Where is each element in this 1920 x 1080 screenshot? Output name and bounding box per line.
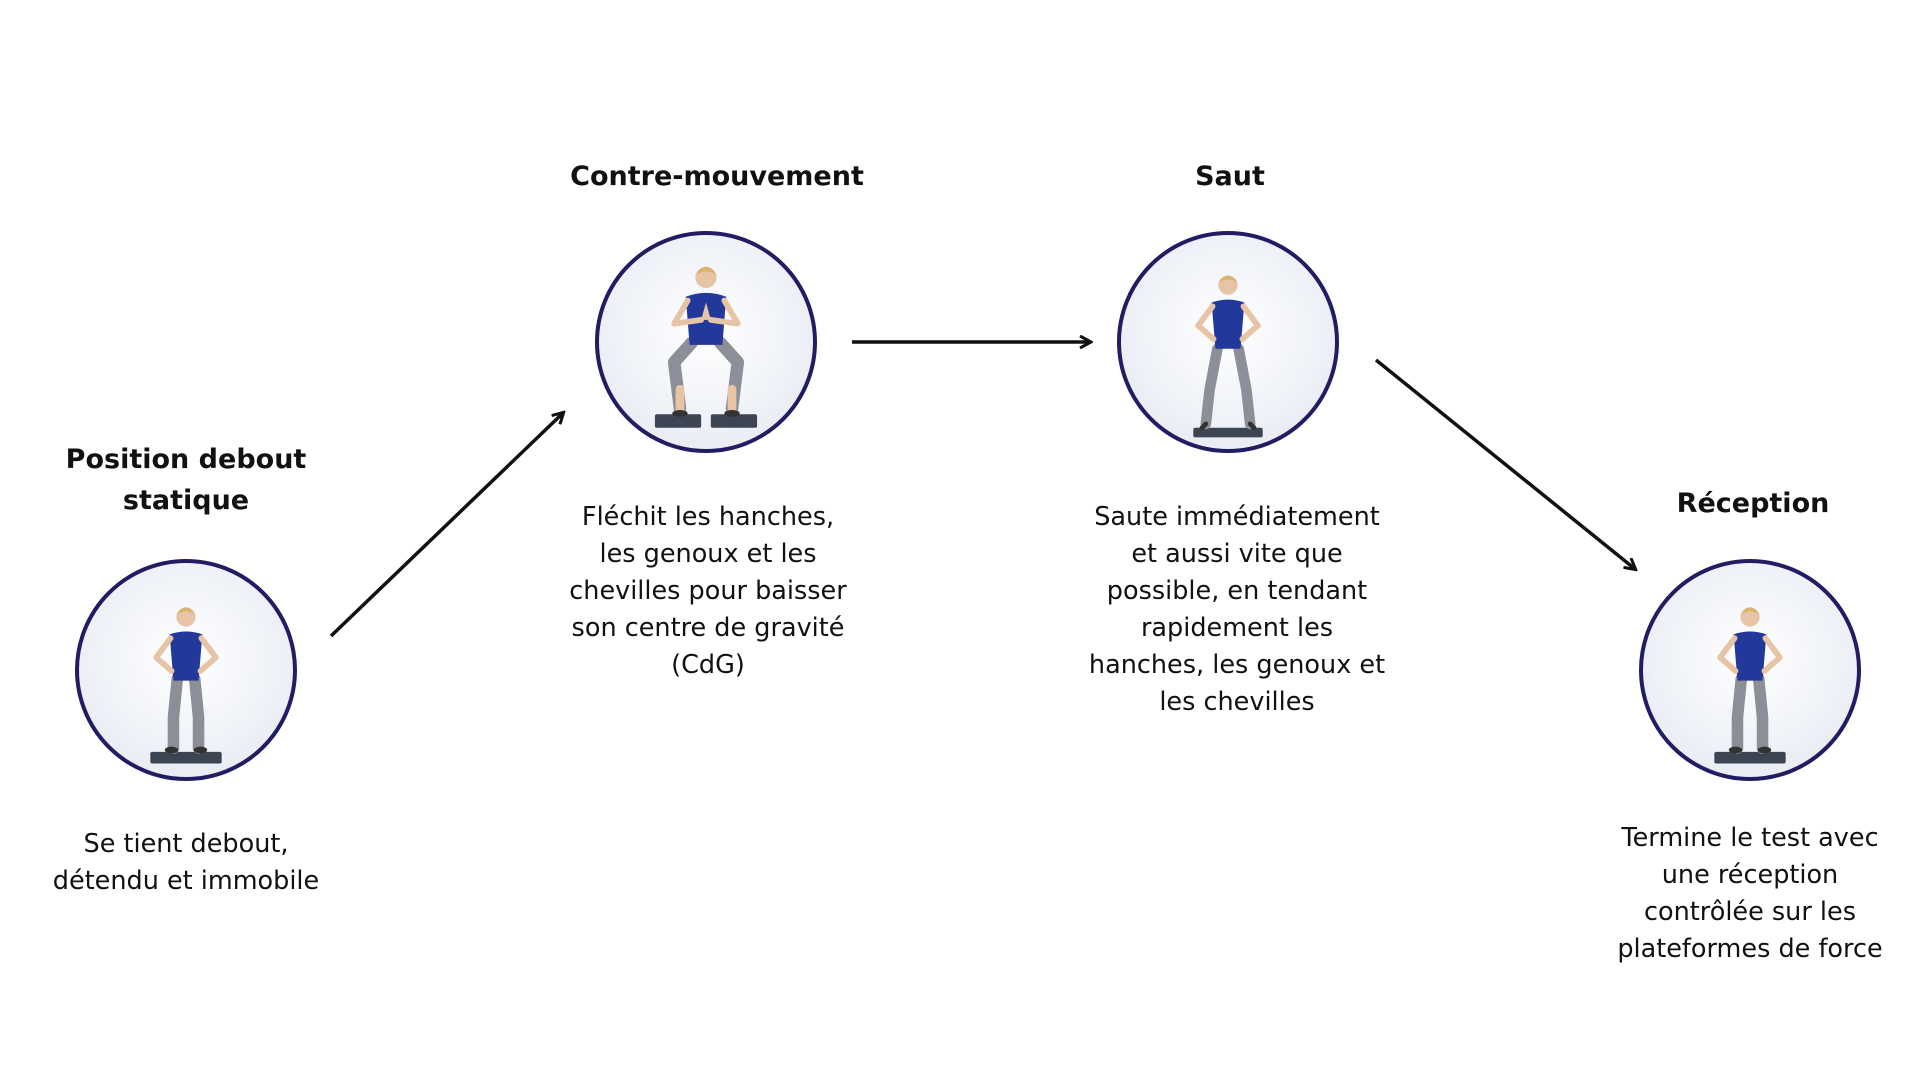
stage-2-title-line-1: Contre-mouvement [570,161,864,192]
stage-2-desc-line-3: chevilles pour baisser [569,576,847,606]
stage-2-desc-line-5: (CdG) [671,650,745,680]
stage-2-desc-line-1: Fléchit les hanches, [581,502,835,532]
left-shoe [1199,421,1209,431]
right-shoe [1757,746,1772,754]
right-shoe [193,746,208,754]
stage-2-title: Contre-mouvement [570,156,864,197]
stage-3-title: Saut [1195,156,1265,197]
left-arm [153,635,175,674]
left-shoe [1728,746,1743,754]
stage-4-title: Réception [1677,483,1830,524]
right-leg [188,672,205,754]
right-leg [1752,672,1769,754]
stage-1-description: Se tient debout, détendu et immobile [53,826,319,900]
right-shoe [724,409,740,417]
stage-3-desc-line-5: hanches, les genoux et [1088,650,1386,680]
stage-2-photo [595,231,817,453]
stage-1-title-line-1: Position debout [65,444,307,475]
left-arm [1717,635,1739,674]
landing-person-icon [1714,607,1786,764]
stage-1-desc-line-1: Se tient debout, [83,829,289,859]
left-shoe [164,746,179,754]
left-arm [671,297,705,327]
hair [695,266,717,276]
stage-3-description: Saute immédiatement et aussi vite que po… [1089,499,1385,721]
left-arm [1195,303,1217,342]
stage-4-desc-line-2: une réception [1661,860,1839,890]
squatting-person-icon [654,266,758,428]
standing-person-icon [150,607,222,764]
stage-2-description: Fléchit les hanches, les genoux et les c… [569,499,846,684]
stage-1-title: Position debout statique [66,439,307,521]
stage-3-desc-line-1: Saute immédiatement [1094,502,1380,532]
right-shoe [1247,421,1257,431]
stage-3-title-line-1: Saut [1195,161,1265,192]
stage-3-desc-line-2: et aussi vite que [1131,539,1343,569]
stage-1-title-line-2: statique [122,485,250,516]
stage-2-desc-line-4: son centre de gravité [571,613,845,643]
force-plate-left [654,414,702,428]
left-leg [167,672,184,754]
hands [701,302,711,320]
jumping-person-icon [1193,275,1263,438]
stage-4-photo [1639,559,1861,781]
stage-3-desc-line-6: les chevilles [1159,687,1315,717]
stage-4-desc-line-4: plateformes de force [1617,934,1883,964]
hair [176,607,196,616]
right-arm [707,297,741,327]
hair [1740,607,1760,616]
arrow-1-to-2 [329,413,563,638]
stage-3-desc-line-3: possible, en tendant [1106,576,1368,606]
force-plate [150,751,222,764]
right-leg [1233,343,1256,430]
stage-3-photo [1117,231,1339,453]
stage-4-title-line-1: Réception [1676,488,1830,519]
stage-4-description: Termine le test avec une réception contr… [1617,820,1882,968]
stage-1-desc-line-2: détendu et immobile [52,866,320,896]
stage-4-desc-line-1: Termine le test avec [1621,823,1879,853]
stage-4-desc-line-3: contrôlée sur les [1644,897,1856,927]
force-plate [1714,751,1786,764]
left-leg [1731,672,1748,754]
force-plate-right [710,414,758,428]
torso [1733,631,1767,681]
right-arm [1761,635,1783,674]
left-leg [1200,343,1223,430]
stage-1-photo [75,559,297,781]
right-arm [197,635,219,674]
stage-3-desc-line-4: rapidement les [1140,613,1334,643]
torso [1211,299,1245,349]
right-arm [1239,303,1261,342]
torso [169,631,203,681]
force-plate [1193,427,1263,438]
arrow-3-to-4 [1374,358,1635,569]
left-shoe [672,409,688,417]
stage-2-desc-line-2: les genoux et les [599,539,817,569]
